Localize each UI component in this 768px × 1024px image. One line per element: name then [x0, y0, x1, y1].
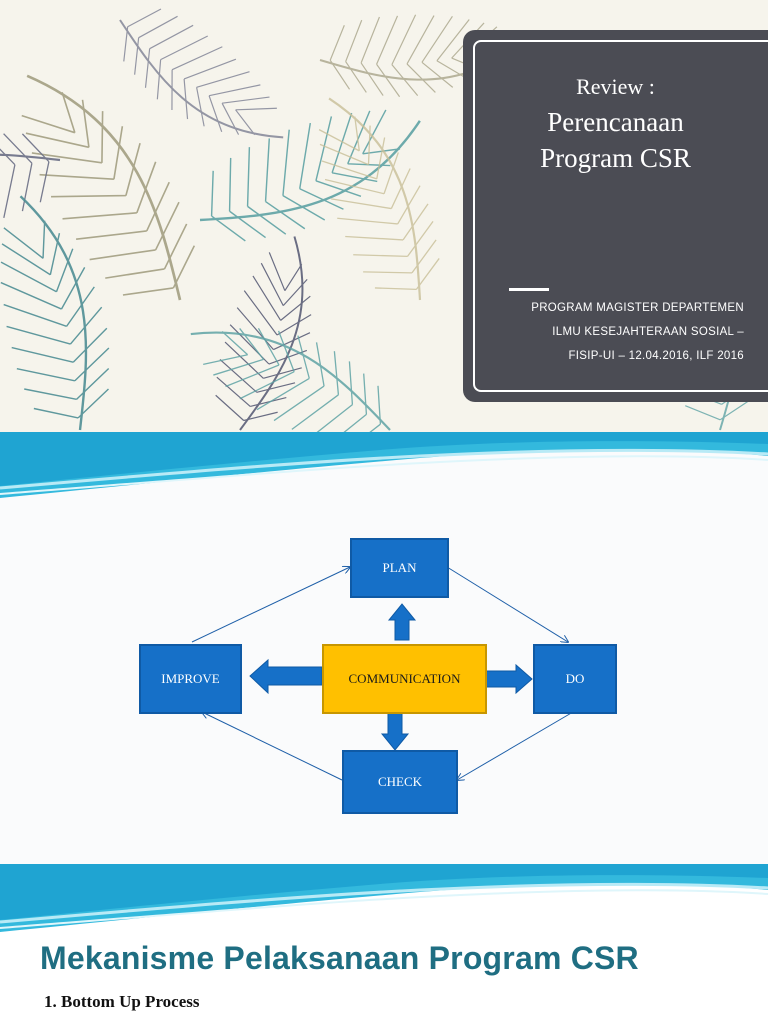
pdca-slide: PLAN DO CHECK IMPROVE COMMUNICATION	[0, 432, 768, 864]
plan-box: PLAN	[350, 538, 449, 598]
accent-bar	[509, 288, 549, 291]
up-block-arrow	[387, 603, 417, 641]
subtitle-line-3: FISIP-UI – 12.04.2016, ILF 2016	[568, 350, 744, 362]
right-block-arrow	[483, 663, 533, 695]
presentation-subtitle: PROGRAM MAGISTER DEPARTEMEN ILMU KESEJAH…	[494, 296, 744, 368]
title-card: Review : Perencanaan Program CSR PROGRAM…	[463, 30, 768, 402]
mekanisme-slide: Mekanisme Pelaksanaan Program CSR 1. Bot…	[0, 864, 768, 1024]
title-line-review: Review :	[576, 74, 655, 99]
plan-to-do-arrow	[446, 566, 568, 642]
check-to-improve-arrow	[202, 712, 343, 781]
list-item-bottom-up: 1. Bottom Up Process	[44, 992, 200, 1011]
check-box: CHECK	[342, 750, 458, 814]
subtitle-line-1: PROGRAM MAGISTER DEPARTEMEN	[531, 302, 744, 314]
top-wave-decoration-2	[0, 864, 768, 932]
title-line-perencanaan: Perencanaan	[547, 107, 684, 137]
pdca-arrows	[191, 432, 574, 864]
down-block-arrow	[380, 711, 410, 751]
improve-box: IMPROVE	[139, 644, 242, 714]
communication-box: COMMUNICATION	[322, 644, 487, 714]
top-wave-decoration	[0, 432, 768, 498]
title-slide: Review : Perencanaan Program CSR PROGRAM…	[0, 0, 768, 432]
subtitle-line-2: ILMU KESEJAHTERAAN SOSIAL –	[552, 326, 744, 338]
left-block-arrow	[249, 658, 323, 695]
do-to-check-arrow	[457, 711, 574, 780]
do-box: DO	[533, 644, 617, 714]
presentation-title: Review : Perencanaan Program CSR	[463, 70, 768, 176]
title-line-program-csr: Program CSR	[540, 143, 691, 173]
improve-to-plan-arrow	[191, 567, 350, 643]
title-card-border	[473, 40, 768, 392]
slide-title: Mekanisme Pelaksanaan Program CSR	[40, 940, 639, 976]
